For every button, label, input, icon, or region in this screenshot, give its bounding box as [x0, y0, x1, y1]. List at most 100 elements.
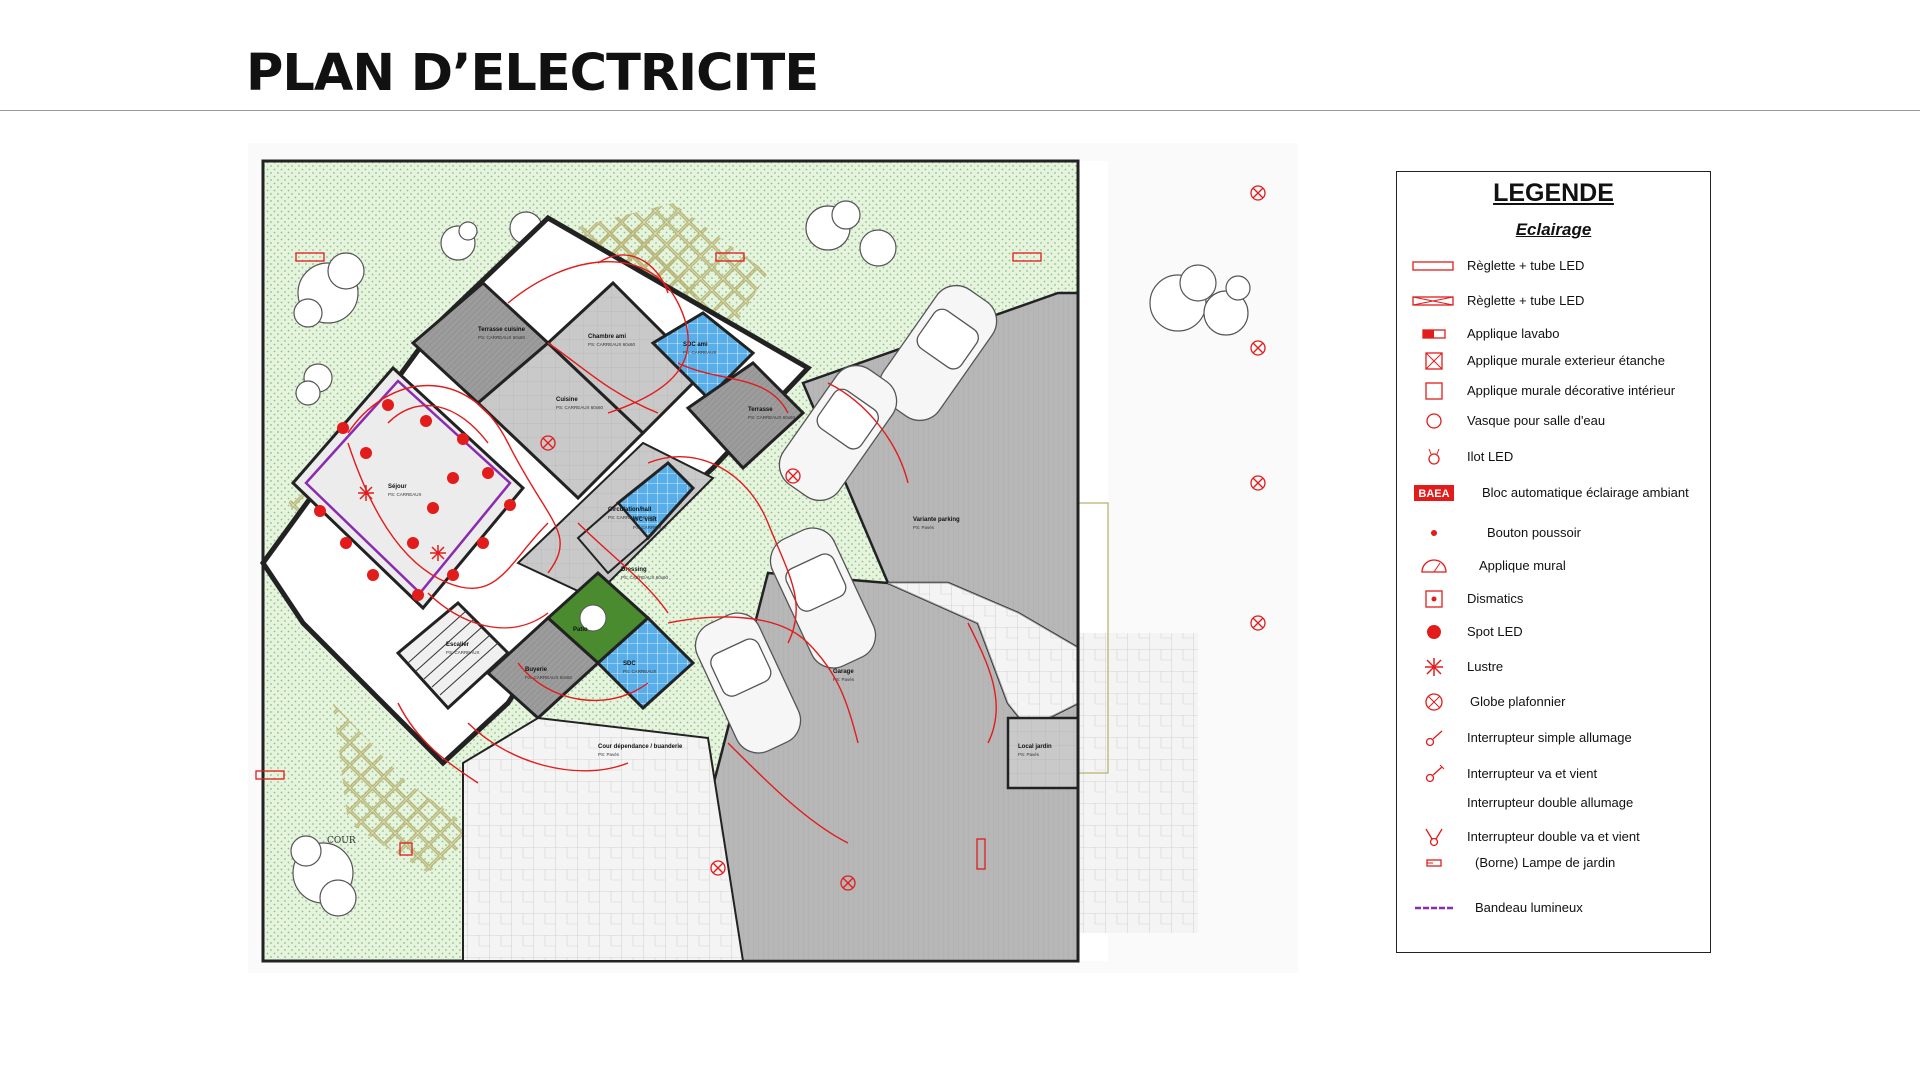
legend-label: Règlette + tube LED	[1467, 293, 1585, 308]
legend-label: Bloc automatique éclairage ambiant	[1482, 485, 1689, 500]
cour-label: COUR	[327, 836, 356, 846]
info-terrasse: PS: CARREAUX 60x60	[748, 415, 796, 420]
legend-item-bouton-poussoir: Bouton poussoir	[1397, 521, 1710, 545]
vasque-icon	[1426, 413, 1442, 429]
label-garage: Garage	[833, 669, 854, 675]
cour-dependance-area	[462, 716, 745, 962]
legend-item-spot-led: Spot LED	[1397, 620, 1710, 644]
info-garage: PS: Pavés	[833, 677, 855, 682]
tree-4	[805, 200, 897, 267]
tree-1	[293, 252, 365, 328]
info-variante-parking: PS: Pavés	[913, 525, 935, 530]
reglette-led-crossed-icon	[1412, 296, 1454, 306]
sejour-room	[290, 365, 526, 611]
label-dressing: Dressing	[621, 567, 647, 573]
legend-label: Dismatics	[1467, 591, 1524, 606]
trees	[290, 200, 1251, 917]
dressing-room	[576, 501, 650, 575]
legend-label: Bouton poussoir	[1487, 525, 1581, 540]
dismatics-icon	[1425, 590, 1443, 608]
legend-label: Spot LED	[1467, 624, 1523, 639]
legend-title: LEGENDE	[1493, 179, 1614, 207]
baea-icon: BAEA	[1414, 485, 1454, 501]
label-sejour: Séjour	[388, 484, 407, 490]
info-terrasse-cuisine: PS: CARREAUX 60x60	[478, 335, 526, 340]
sdc-room	[595, 615, 696, 711]
legend-label: Bandeau lumineux	[1475, 900, 1583, 915]
applique-decorative-icon	[1425, 382, 1443, 400]
legend-label: Ilot LED	[1467, 449, 1514, 464]
ilot-led-icon	[1428, 448, 1440, 465]
interrupteur-va-et-vient-icon	[1425, 764, 1445, 783]
info-sdc-ami: PS: CARREAUX	[683, 350, 717, 355]
cars	[694, 284, 998, 754]
info-escalier: PS: CARREAUX	[446, 650, 480, 655]
legend-subtitle: Eclairage	[1515, 220, 1592, 239]
legend-item-reglette: Règlette + tube LED	[1397, 254, 1710, 278]
legend-label: Applique murale décorative intérieur	[1467, 383, 1676, 398]
legend-label: Interrupteur double allumage	[1467, 795, 1634, 810]
svg-text:BAEA: BAEA	[1418, 488, 1449, 500]
tree-5	[1149, 264, 1251, 336]
label-sdc-ami: SDC ami	[683, 342, 708, 348]
legend-label: (Borne) Lampe de jardin	[1475, 855, 1616, 870]
legend-item-applique-lavabo: Applique lavabo	[1397, 322, 1710, 346]
legend-item-baea: BAEA Bloc automatique éclairage ambiant	[1397, 481, 1710, 505]
spot-leds	[314, 399, 516, 601]
legend-item-bandeau-lumineux: Bandeau lumineux	[1397, 896, 1710, 920]
lustres	[358, 485, 446, 561]
info-buanderie: PS: CARREAUX 60x60	[525, 675, 573, 680]
legend-item-vasque: Vasque pour salle d'eau	[1397, 409, 1710, 433]
legend-label: Applique lavabo	[1467, 326, 1560, 341]
lustre-icon	[1425, 658, 1443, 676]
label-chambre-ami: Chambre ami	[588, 334, 626, 340]
label-cour-dependance: Cour dépendance / buanderie	[598, 744, 683, 750]
legend-label: Vasque pour salle d'eau	[1467, 413, 1606, 428]
info-dressing: PS: CARREAUX 60x60	[621, 575, 669, 580]
legend: LEGENDE Eclairage Règlette + tube LED Rè…	[1396, 171, 1711, 953]
applique-exterieur-icon	[1425, 352, 1443, 370]
legend-item-ilot-led: Ilot LED	[1397, 445, 1710, 469]
spot-led-icon	[1427, 625, 1441, 639]
info-wc: PS: CARREAUX	[633, 525, 667, 530]
reglette-led-icon	[1412, 261, 1454, 271]
tree-2	[440, 221, 478, 261]
legend-item-reglette-crossed: Règlette + tube LED	[1397, 289, 1710, 313]
applique-lavabo-icon	[1422, 329, 1446, 339]
legend-item-interrupteur-double-va-et-vient: Interrupteur double va et vient	[1397, 825, 1710, 849]
floor-plan: Terrasse cuisine Chambre ami SDC ami Cui…	[248, 143, 1298, 973]
info-cour-dependance: PS: Pavés	[598, 752, 620, 757]
legend-label: Lustre	[1467, 659, 1504, 674]
legend-item-applique-decorative: Applique murale décorative intérieur	[1397, 379, 1710, 403]
electrical-circuits	[347, 254, 997, 844]
info-sdc: PS: CARREAUX	[623, 669, 657, 674]
label-sdc: SDC	[623, 661, 636, 667]
legend-label: Interrupteur va et vient	[1467, 766, 1598, 781]
legend-item-interrupteur-double: Interrupteur double allumage	[1397, 791, 1710, 815]
label-local-jardin: Local jardin	[1018, 744, 1052, 750]
local-jardin-area	[1006, 716, 1080, 790]
legend-label: Interrupteur simple allumage	[1467, 730, 1632, 745]
page-title: PLAN D’ELECTRICITE	[246, 44, 819, 103]
tree-6	[295, 363, 333, 406]
info-local-jardin: PS: Pavés	[1018, 752, 1040, 757]
legend-item-interrupteur-va-et-vient: Interrupteur va et vient	[1397, 762, 1710, 786]
legend-item-applique-exterieur: Applique murale exterieur étanche	[1397, 349, 1710, 373]
bouton-poussoir-icon	[1431, 530, 1437, 536]
lampe-jardin-icon	[1426, 859, 1442, 867]
reglette-garage	[976, 838, 986, 870]
label-terrasse-cuisine: Terrasse cuisine	[478, 327, 526, 333]
legend-label: Applique mural	[1479, 558, 1566, 573]
legend-item-applique-mural: Applique mural	[1397, 554, 1710, 578]
applique-exterieur	[399, 842, 413, 856]
title-divider	[0, 110, 1920, 111]
legend-item-lustre: Lustre	[1397, 655, 1710, 679]
legend-label: Règlette + tube LED	[1467, 258, 1585, 273]
interrupteur-simple-icon	[1425, 730, 1443, 747]
globe-plafonniers	[540, 185, 1266, 891]
legend-item-lampe-jardin: (Borne) Lampe de jardin	[1397, 851, 1710, 875]
label-escalier: Escalier	[446, 642, 470, 648]
bandeau-lumineux-icon	[1415, 906, 1453, 910]
legend-label: Interrupteur double va et vient	[1467, 829, 1640, 844]
legend-item-dismatics: Dismatics	[1397, 587, 1710, 611]
